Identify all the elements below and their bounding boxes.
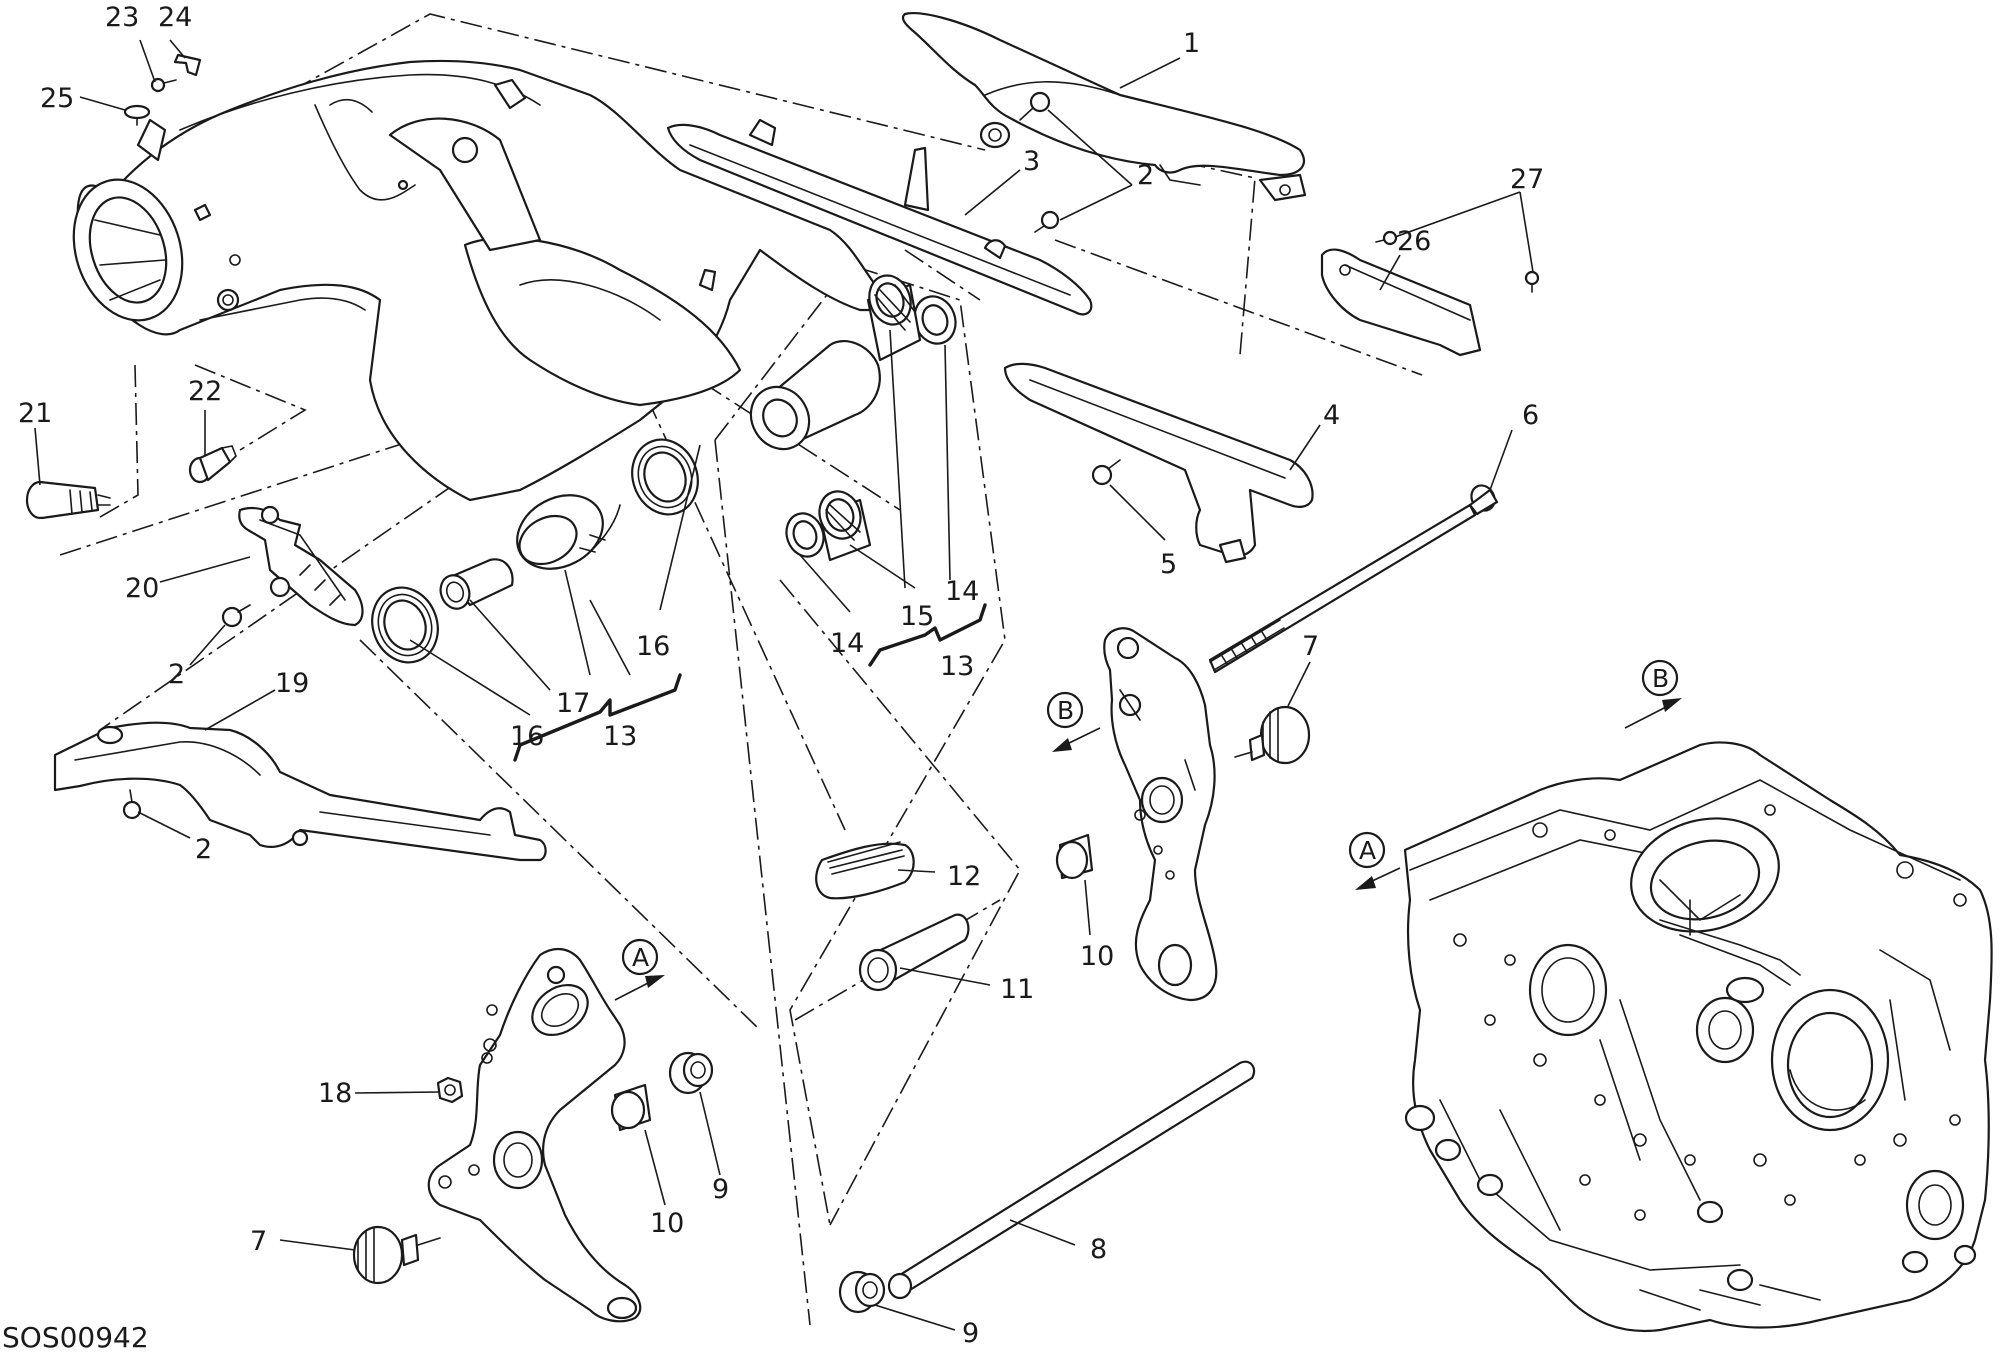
eccentric-hub [749, 340, 881, 451]
part-10-left-spacer [610, 1083, 652, 1132]
pivot-bolt-21 [25, 480, 111, 520]
marker-b-right: B [1624, 659, 1682, 729]
screw-icon [1524, 270, 1540, 293]
callout-11: 11 [1000, 974, 1034, 1005]
right-footpeg-plate [1103, 627, 1218, 1002]
callout-14-right: 14 [945, 576, 979, 607]
callout-5: 5 [1160, 549, 1177, 580]
screw-icon [1375, 230, 1398, 246]
callout-3: 3 [1023, 146, 1040, 177]
arrow-right-icon [1662, 698, 1682, 712]
callout-21: 21 [18, 398, 52, 429]
screws [122, 53, 1540, 820]
callout-23: 23 [105, 2, 139, 33]
callout-13-right: 13 [940, 651, 974, 682]
drawing-code: SOS00942 [2, 1321, 149, 1354]
callout-4: 4 [1323, 400, 1340, 431]
screw-icon [122, 789, 142, 820]
part-26-small-guard [1320, 248, 1482, 357]
bearings-and-spacers [371, 274, 957, 664]
screw-icon [150, 77, 177, 93]
arrow-right-icon [645, 975, 665, 988]
part-19-heel-guard [53, 721, 547, 862]
callout-22: 22 [188, 376, 222, 407]
direction-markers: B B A A [614, 659, 1682, 1001]
callout-2: 2 [1137, 160, 1154, 191]
marker-a-right: A [1348, 831, 1401, 890]
callout-10-right: 10 [1080, 941, 1114, 972]
callout-2-lower: 2 [195, 834, 212, 865]
svg-text:B: B [1652, 664, 1669, 693]
callout-27: 27 [1510, 164, 1544, 195]
callout-25: 25 [40, 83, 74, 114]
plug-22 [188, 445, 237, 484]
part-7-left [352, 1225, 441, 1285]
callout-7-left: 7 [250, 1226, 267, 1257]
callout-15: 15 [900, 601, 934, 632]
part-9-nut [838, 1270, 886, 1314]
leader-lines [34, 39, 1534, 1331]
screw-icon [221, 604, 251, 628]
callout-7-right: 7 [1302, 631, 1319, 662]
arrow-left-icon [1052, 738, 1072, 752]
callout-8: 8 [1090, 1234, 1107, 1265]
clip-icon [173, 53, 202, 77]
callout-17: 17 [556, 688, 590, 719]
part-4-chain-guide [1003, 362, 1314, 564]
screw-icon [1034, 210, 1060, 233]
callout-14-left: 14 [830, 628, 864, 659]
callout-16-lower: 16 [510, 721, 544, 752]
svg-text:B: B [1057, 696, 1074, 725]
callout-24: 24 [158, 2, 192, 33]
part-9-nut-left [668, 1051, 714, 1095]
callout-2-left: 2 [168, 659, 185, 690]
callout-9-upper: 9 [712, 1174, 729, 1205]
callout-26: 26 [1397, 226, 1431, 257]
callout-20: 20 [125, 573, 159, 604]
callout-9-lower: 9 [962, 1318, 979, 1349]
screw-icon [1091, 459, 1121, 486]
left-footpeg-plate [427, 947, 642, 1323]
svg-text:A: A [632, 943, 649, 972]
part-18-nut [436, 1076, 464, 1104]
swingarm [72, 59, 902, 570]
callout-1: 1 [1183, 28, 1200, 59]
circle-letter-icon [1348, 831, 1386, 869]
part-8-axle [887, 1060, 1256, 1300]
part-6-pivot-shaft [1208, 484, 1499, 674]
group-braces [513, 603, 987, 762]
callout-19: 19 [275, 668, 309, 699]
callout-6: 6 [1522, 400, 1539, 431]
part-3-chain-slider [666, 118, 1093, 316]
callout-12: 12 [947, 861, 981, 892]
circle-letter-icon [1641, 659, 1679, 697]
part-10-right-spacer [1055, 833, 1094, 880]
svg-text:A: A [1359, 836, 1376, 865]
callout-10-left: 10 [650, 1208, 684, 1239]
part-11-bushing [858, 913, 970, 992]
engine-crankcase [1403, 741, 1993, 1332]
part-20-bracket [238, 505, 364, 627]
callout-labels: 1 2 3 4 5 6 7 26 27 23 24 25 21 22 20 2 … [18, 2, 1544, 1349]
marker-b-left: B [1046, 691, 1101, 752]
part-1-chain-guard [901, 12, 1307, 202]
arrow-left-icon [1355, 876, 1376, 890]
callout-18: 18 [318, 1078, 352, 1109]
callout-13-left: 13 [603, 721, 637, 752]
screw-icon [1019, 91, 1051, 121]
circle-letter-icon [1046, 691, 1084, 729]
marker-a-left: A [614, 938, 665, 1001]
callout-16-upper: 16 [636, 631, 670, 662]
part-12-pad [815, 841, 915, 900]
plug-icon [123, 104, 151, 126]
circle-letter-icon [621, 938, 659, 976]
part-7-right [1234, 705, 1311, 765]
